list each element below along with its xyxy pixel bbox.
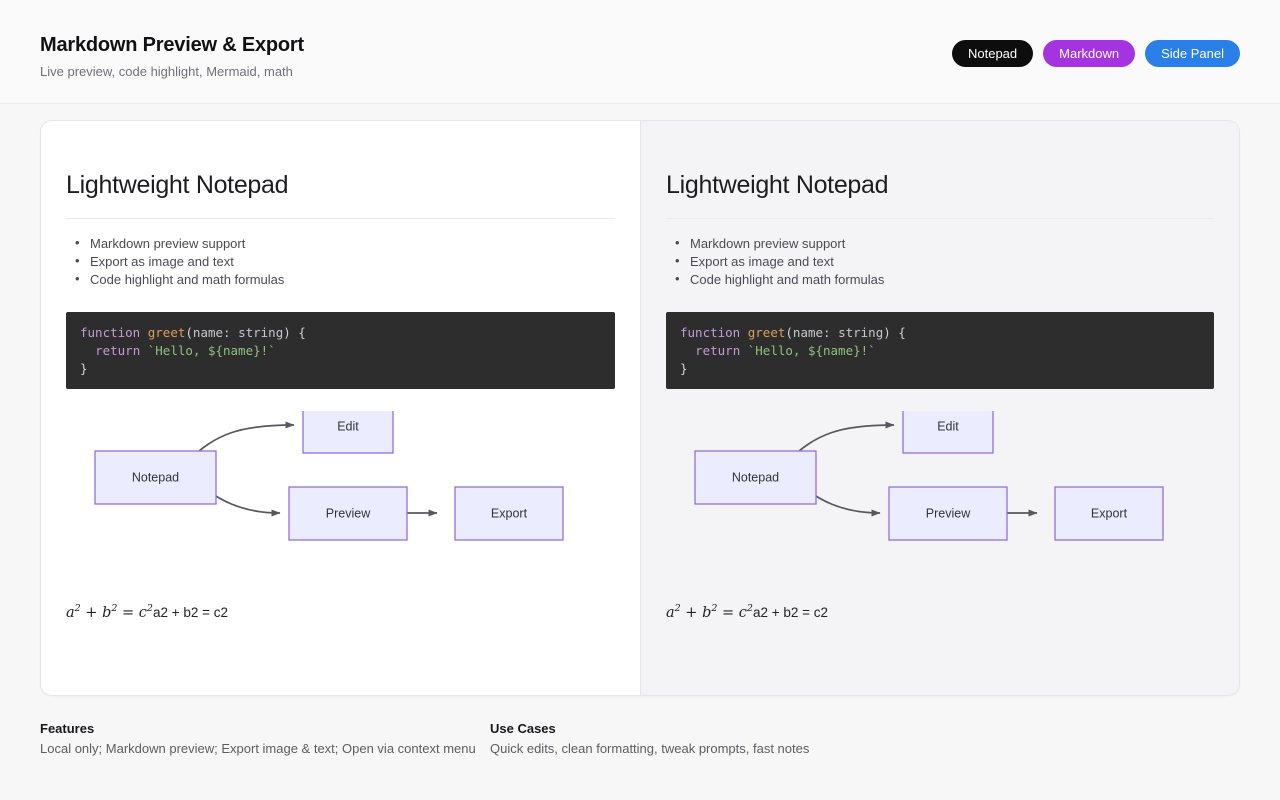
math-a-exp: 2 bbox=[674, 603, 681, 614]
math-plus: + bbox=[80, 604, 103, 621]
list-item: Code highlight and math formulas bbox=[675, 270, 1214, 289]
math-c: c bbox=[738, 604, 747, 621]
math-equals: = bbox=[117, 604, 139, 621]
node-edit-label: Edit bbox=[337, 419, 359, 433]
math-equals: = bbox=[717, 604, 739, 621]
page-footer: Features Local only; Markdown preview; E… bbox=[0, 696, 1280, 800]
header-title-group: Markdown Preview & Export Live preview, … bbox=[40, 0, 304, 81]
math-formula: a2 + b2 = c2a2 + b2 = c2 bbox=[666, 599, 1214, 623]
code-brace-close: } bbox=[680, 361, 688, 376]
notepad-button[interactable]: Notepad bbox=[951, 40, 1034, 67]
header-actions: Notepad Markdown Side Panel bbox=[951, 0, 1240, 67]
editor-preview-panel[interactable]: Lightweight Notepad Markdown preview sup… bbox=[41, 121, 640, 695]
math-b: b bbox=[102, 604, 112, 621]
code-params: name: string bbox=[192, 325, 284, 340]
node-preview-label: Preview bbox=[326, 506, 371, 520]
code-keyword-function: function bbox=[680, 325, 741, 340]
code-keyword-function: function bbox=[80, 325, 141, 340]
footer-column-features: Features Local only; Markdown preview; E… bbox=[40, 720, 490, 800]
list-item: Markdown preview support bbox=[675, 234, 1214, 253]
list-item: Code highlight and math formulas bbox=[75, 270, 615, 289]
feature-bullet-list: Markdown preview support Export as image… bbox=[66, 234, 615, 289]
node-export[interactable] bbox=[454, 486, 564, 541]
list-item: Export as image and text bbox=[675, 252, 1214, 271]
document-title: Lightweight Notepad bbox=[666, 169, 1214, 219]
page-subtitle: Live preview, code highlight, Mermaid, m… bbox=[40, 64, 293, 79]
code-keyword-return: return bbox=[95, 343, 141, 358]
code-block[interactable]: function greet(name: string) { return `H… bbox=[666, 312, 1214, 389]
footer-heading: Features bbox=[40, 721, 95, 736]
code-keyword-return: return bbox=[695, 343, 741, 358]
node-export-label: Export bbox=[491, 506, 528, 520]
app-header: Markdown Preview & Export Live preview, … bbox=[0, 0, 1280, 104]
diagram-svg: Notepad Edit Preview Export bbox=[694, 411, 1164, 541]
math-a: a bbox=[666, 604, 675, 621]
code-template-string: `Hello, ${name}!` bbox=[147, 343, 276, 358]
list-item: Markdown preview support bbox=[75, 234, 615, 253]
code-paren-open: ( bbox=[185, 325, 193, 340]
math-formula: a2 + b2 = c2a2 + b2 = c2 bbox=[66, 599, 615, 623]
math-raw-tail: a2 + b2 = c2 bbox=[752, 604, 829, 620]
math-b: b bbox=[702, 604, 712, 621]
code-paren-close: ) { bbox=[283, 325, 306, 340]
code-template-string: `Hello, ${name}!` bbox=[747, 343, 876, 358]
node-preview-label: Preview bbox=[926, 506, 971, 520]
math-a: a bbox=[66, 604, 75, 621]
list-item: Export as image and text bbox=[75, 252, 615, 271]
node-export[interactable] bbox=[1054, 486, 1164, 541]
math-b-exp: 2 bbox=[711, 603, 718, 614]
math-rendered: a2 + b2 = c2 bbox=[666, 603, 753, 621]
document-title: Lightweight Notepad bbox=[66, 169, 615, 219]
node-notepad-label: Notepad bbox=[132, 470, 179, 484]
code-paren-close: ) { bbox=[883, 325, 906, 340]
math-plus: + bbox=[680, 604, 703, 621]
math-c-exp: 2 bbox=[746, 603, 753, 614]
mermaid-diagram[interactable]: Notepad Edit Preview Export bbox=[666, 411, 1214, 587]
math-rendered: a2 + b2 = c2 bbox=[66, 603, 153, 621]
math-c-exp: 2 bbox=[146, 603, 153, 614]
node-edit[interactable] bbox=[902, 411, 994, 454]
footer-column-use-cases: Use Cases Quick edits, clean formatting,… bbox=[490, 720, 809, 800]
footer-body: Quick edits, clean formatting, tweak pro… bbox=[490, 741, 810, 756]
code-params: name: string bbox=[792, 325, 884, 340]
code-paren-open: ( bbox=[785, 325, 793, 340]
code-function-name: greet bbox=[747, 325, 786, 340]
side-panel-preview-panel[interactable]: Lightweight Notepad Markdown preview sup… bbox=[640, 121, 1239, 695]
code-brace-close: } bbox=[80, 361, 88, 376]
preview-card: Lightweight Notepad Markdown preview sup… bbox=[40, 120, 1240, 696]
content-area: Lightweight Notepad Markdown preview sup… bbox=[0, 104, 1280, 696]
code-function-name: greet bbox=[147, 325, 186, 340]
math-raw-tail: a2 + b2 = c2 bbox=[152, 604, 229, 620]
node-preview[interactable] bbox=[888, 486, 1008, 541]
node-preview[interactable] bbox=[288, 486, 408, 541]
node-notepad[interactable] bbox=[94, 450, 217, 505]
node-export-label: Export bbox=[1091, 506, 1128, 520]
node-notepad-label: Notepad bbox=[732, 470, 779, 484]
math-c: c bbox=[138, 604, 147, 621]
page-title: Markdown Preview & Export bbox=[40, 34, 304, 56]
footer-heading: Use Cases bbox=[490, 721, 556, 736]
math-b-exp: 2 bbox=[111, 603, 118, 614]
footer-body: Local only; Markdown preview; Export ima… bbox=[40, 741, 476, 756]
math-a-exp: 2 bbox=[74, 603, 81, 614]
feature-bullet-list: Markdown preview support Export as image… bbox=[666, 234, 1214, 289]
mermaid-diagram[interactable]: Notepad Edit Preview Export bbox=[66, 411, 615, 587]
diagram-svg: Notepad Edit Preview Export bbox=[94, 411, 564, 541]
node-edit[interactable] bbox=[302, 411, 394, 454]
markdown-button[interactable]: Markdown bbox=[1043, 40, 1136, 67]
side-panel-button[interactable]: Side Panel bbox=[1145, 40, 1240, 67]
node-notepad[interactable] bbox=[694, 450, 817, 505]
node-edit-label: Edit bbox=[937, 419, 959, 433]
code-block[interactable]: function greet(name: string) { return `H… bbox=[66, 312, 615, 389]
